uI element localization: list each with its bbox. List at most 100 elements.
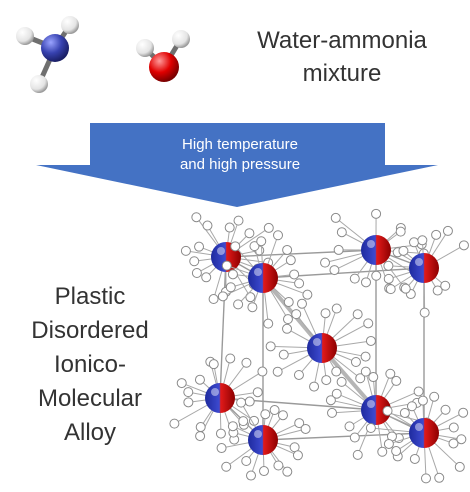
hydrogen-atom-icon: [371, 270, 382, 281]
lattice-site: [169, 353, 268, 445]
hydrogen-atom-icon: [233, 215, 244, 226]
hydrogen-atom-icon: [294, 418, 305, 429]
product-line5: Alloy: [63, 419, 117, 446]
hydrogen-atom-icon: [383, 438, 394, 449]
hydrogen-atom-icon: [183, 387, 194, 398]
hydrogen-atom-icon: [391, 375, 402, 386]
hydrogen-atom-icon: [245, 292, 256, 303]
hydrogen-atom-icon: [202, 220, 213, 231]
product-line4: Molecular: [37, 385, 143, 412]
mixed-nitrogen-oxygen-atom-icon: [248, 425, 278, 455]
hydrogen-atom-icon: [282, 466, 293, 477]
atom-highlight: [367, 240, 375, 248]
lattice-site: [383, 225, 469, 318]
hydrogen-atom-icon: [327, 407, 338, 418]
hydrogen-atom-icon: [180, 245, 191, 256]
hydrogen-atom-icon: [448, 422, 459, 433]
hydrogen-atom-icon: [400, 283, 411, 294]
hydrogen-atom-icon: [30, 75, 48, 93]
hydrogen-atom-icon: [365, 335, 376, 346]
hydrogen-atom-icon: [325, 395, 336, 406]
ammonia-molecule-icon: [16, 16, 79, 93]
hydrogen-atom-icon: [406, 401, 417, 412]
hydrogen-atom-icon: [201, 272, 212, 283]
hydrogen-atom-icon: [320, 257, 331, 268]
hydrogen-atom-icon: [456, 434, 467, 445]
hydrogen-atom-icon: [225, 353, 236, 364]
hydrogen-atom-icon: [208, 359, 219, 370]
hydrogen-atom-icon: [259, 466, 270, 477]
hydrogen-atom-icon: [285, 255, 296, 266]
lattice-site: [265, 298, 376, 392]
product-line2: Disordered: [31, 317, 149, 344]
hydrogen-atom-icon: [176, 378, 187, 389]
hydrogen-atom-icon: [191, 212, 202, 223]
hydrogen-atom-icon: [227, 421, 238, 432]
hydrogen-atom-icon: [302, 289, 313, 300]
process-line1: High temperature: [182, 136, 298, 153]
hydrogen-atom-icon: [395, 226, 406, 237]
hydrogen-atom-icon: [16, 27, 34, 45]
hydrogen-atom-icon: [442, 225, 453, 236]
hydrogen-atom-icon: [349, 432, 360, 443]
hydrogen-atom-icon: [277, 410, 288, 421]
hydrogen-atom-icon: [61, 16, 79, 34]
hydrogen-atom-icon: [330, 212, 341, 223]
hydrogen-atom-icon: [336, 227, 347, 238]
hydrogen-atom-icon: [291, 309, 302, 320]
hydrogen-atom-icon: [169, 418, 180, 429]
reactants-title-line2: mixture: [302, 60, 382, 87]
hydrogen-atom-icon: [241, 455, 252, 466]
hydrogen-atom-icon: [344, 421, 355, 432]
hydrogen-atom-icon: [256, 236, 267, 247]
hydrogen-atom-icon: [236, 397, 247, 408]
hydrogen-atom-icon: [371, 208, 382, 219]
hydrogen-atom-icon: [331, 366, 342, 377]
hydrogen-atom-icon: [431, 229, 442, 240]
hydrogen-atom-icon: [208, 294, 219, 305]
hydrogen-atom-icon: [365, 423, 376, 434]
hydrogen-atom-icon: [454, 461, 465, 472]
hydrogen-atom-icon: [195, 431, 206, 442]
atom-highlight: [217, 247, 225, 255]
atom-highlight: [367, 400, 375, 408]
hydrogen-atom-icon: [265, 341, 276, 352]
hydrogen-atom-icon: [227, 269, 238, 280]
product-label: Plastic Disordered Ionico- Molecular All…: [6, 280, 174, 450]
mixed-nitrogen-oxygen-atom-icon: [409, 253, 439, 283]
hydrogen-atom-icon: [282, 244, 293, 255]
hydrogen-atom-icon: [329, 265, 340, 276]
hydrogen-atom-icon: [224, 222, 235, 233]
atom-highlight: [254, 268, 262, 276]
hydrogen-atom-icon: [383, 260, 394, 271]
atom-highlight: [415, 423, 423, 431]
hydrogen-atom-icon: [245, 470, 256, 481]
hydrogen-atom-icon: [385, 368, 396, 379]
lattice-site: [216, 397, 311, 481]
hydrogen-atom-icon: [420, 473, 431, 484]
oxygen-atom-icon: [149, 52, 179, 82]
hydrogen-atom-icon: [383, 273, 394, 284]
hydrogen-atom-icon: [321, 375, 332, 386]
hydrogen-atom-icon: [172, 30, 190, 48]
lattice-site: [217, 230, 313, 329]
hydrogen-atom-icon: [360, 351, 371, 362]
hydrogen-atom-icon: [399, 407, 410, 418]
nitrogen-atom-icon: [41, 34, 69, 62]
hydrogen-atom-icon: [352, 309, 363, 320]
mixed-nitrogen-oxygen-atom-icon: [307, 333, 337, 363]
hydrogen-atom-icon: [238, 416, 249, 427]
hydrogen-atom-icon: [440, 404, 451, 415]
process-arrow: [36, 123, 438, 207]
mixed-nitrogen-oxygen-atom-icon: [205, 383, 235, 413]
hydrogen-atom-icon: [249, 241, 260, 252]
hydrogen-atom-icon: [230, 241, 241, 252]
hydrogen-atom-icon: [429, 391, 440, 402]
hydrogen-atom-icon: [294, 278, 305, 289]
hydrogen-atom-icon: [409, 237, 420, 248]
hydrogen-atom-icon: [216, 443, 227, 454]
hydrogen-atom-icon: [191, 268, 202, 279]
hydrogen-atom-icon: [355, 373, 366, 384]
hydrogen-atom-icon: [368, 372, 379, 383]
